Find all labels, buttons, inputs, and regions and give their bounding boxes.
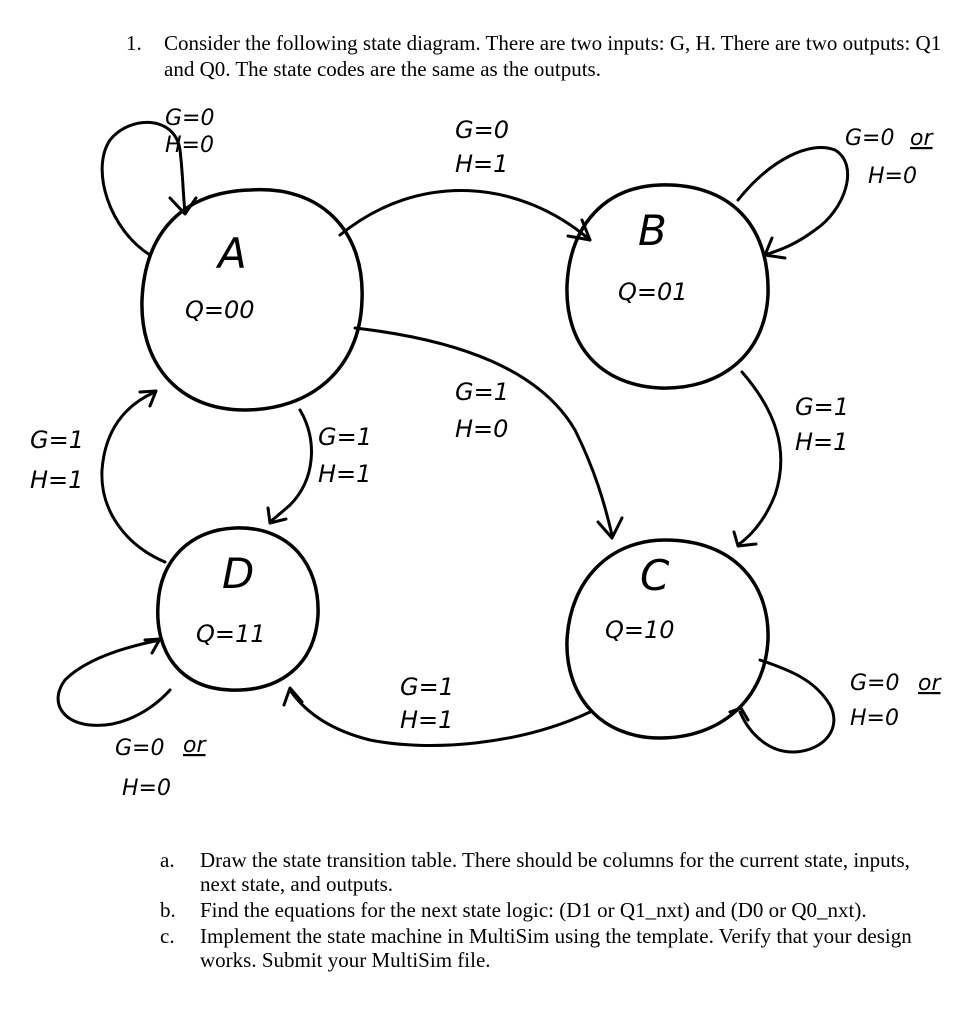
question-parts: a. Draw the state transition table. Ther… xyxy=(160,848,950,974)
label-b-b-g: G=0 xyxy=(845,126,894,151)
part-c-text: Implement the state machine in MultiSim … xyxy=(200,924,912,972)
label-a-a-g: G=0 xyxy=(165,106,214,131)
part-a: a. Draw the state transition table. Ther… xyxy=(160,848,950,896)
transition-b-c: G=1 H=1 xyxy=(732,370,849,548)
state-d-name: D xyxy=(222,549,254,598)
part-c-label: c. xyxy=(160,924,175,948)
transition-a-a: G=0 H=0 xyxy=(100,106,214,257)
transition-c-d: G=1 H=1 xyxy=(282,673,592,747)
label-a-d-g: G=1 xyxy=(318,423,372,451)
state-b-name: B xyxy=(638,206,667,255)
state-c: C Q=10 xyxy=(565,538,770,740)
label-c-d-g: G=1 xyxy=(400,673,454,701)
label-b-b-h: H=0 xyxy=(868,164,917,189)
state-d: D Q=11 xyxy=(156,526,320,692)
transition-d-a: G=1 H=1 xyxy=(30,389,167,564)
label-b-c-h: H=1 xyxy=(795,428,848,456)
transition-a-c: G=1 H=0 xyxy=(353,326,624,540)
label-c-c-or: or xyxy=(918,671,942,696)
transition-c-c: G=0 or H=0 xyxy=(728,658,942,754)
part-c: c. Implement the state machine in MultiS… xyxy=(160,924,950,972)
transition-a-d: G=1 H=1 xyxy=(266,408,372,525)
state-c-output: Q=10 xyxy=(605,616,675,644)
label-b-c-g: G=1 xyxy=(795,393,849,421)
label-a-b-h: H=1 xyxy=(455,150,508,178)
label-d-d-g: G=0 xyxy=(115,736,164,761)
state-diagram: A Q=00 B Q=01 C Q=10 D Q=11 G=0 H=0 G=0 … xyxy=(30,106,942,801)
state-a: A Q=00 xyxy=(140,187,364,412)
label-d-a-g: G=1 xyxy=(30,426,84,454)
label-a-d-h: H=1 xyxy=(318,460,371,488)
state-b-output: Q=01 xyxy=(618,278,688,306)
part-b-text: Find the equations for the next state lo… xyxy=(200,898,867,922)
label-d-a-h: H=1 xyxy=(30,466,83,494)
label-a-b-g: G=0 xyxy=(455,116,509,144)
part-a-text: Draw the state transition table. There s… xyxy=(200,848,910,896)
state-d-output: Q=11 xyxy=(196,620,266,648)
label-a-a-h: H=0 xyxy=(165,133,214,158)
problem-number: 1. xyxy=(126,31,142,55)
part-b: b. Find the equations for the next state… xyxy=(160,898,950,922)
label-a-c-g: G=1 xyxy=(455,378,509,406)
label-b-b-or: or xyxy=(910,126,934,151)
part-a-label: a. xyxy=(160,848,175,872)
state-a-name: A xyxy=(215,229,247,278)
label-d-d-or: or xyxy=(183,733,207,758)
transition-d-d: G=0 or H=0 xyxy=(56,637,207,801)
problem-text: Consider the following state diagram. Th… xyxy=(164,31,942,81)
label-a-c-h: H=0 xyxy=(455,415,508,443)
part-b-label: b. xyxy=(160,898,176,922)
label-c-d-h: H=1 xyxy=(400,706,453,734)
state-b: B Q=01 xyxy=(565,183,770,390)
label-c-c-g: G=0 xyxy=(850,671,899,696)
state-a-output: Q=00 xyxy=(185,296,255,324)
label-c-c-h: H=0 xyxy=(850,706,899,731)
label-d-d-h: H=0 xyxy=(122,776,171,801)
state-c-name: C xyxy=(640,551,670,600)
transition-b-b: G=0 or H=0 xyxy=(736,126,934,260)
transition-a-b: G=0 H=1 xyxy=(338,116,592,242)
